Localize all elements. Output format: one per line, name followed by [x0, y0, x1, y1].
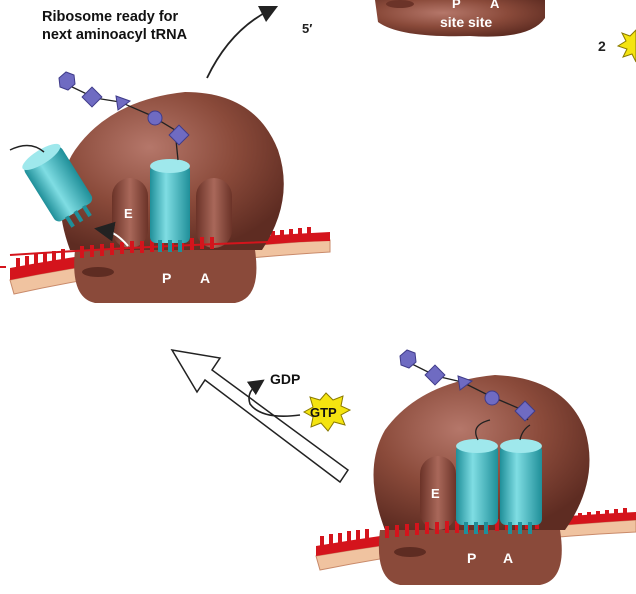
top-five-prime-label: 5′ [302, 21, 312, 36]
hexagon-amino-acid-icon [58, 71, 76, 91]
left-exiting-trna [22, 143, 93, 228]
step-marker: 2 [598, 29, 636, 63]
left-small-subunit [74, 250, 257, 303]
hollow-arrow-icon [170, 348, 350, 484]
starburst-icon [616, 29, 636, 63]
left-e-label: E [124, 206, 133, 221]
hexagon-amino-acid-icon [399, 349, 417, 369]
left-e-site [112, 178, 148, 248]
right-a-site-trna [500, 439, 542, 534]
caption: Ribosome ready for next aminoacyl tRNA [42, 9, 188, 43]
curved-arrow-icon [206, 5, 279, 79]
right-p-site-trna [456, 439, 498, 534]
caption-line-2: next aminoacyl tRNA [42, 27, 188, 43]
top-site-text: site site [440, 14, 492, 30]
left-p-site-trna [150, 159, 190, 252]
gtp-starburst-icon [302, 392, 352, 432]
right-small-subunit [378, 530, 562, 585]
caption-line-1: Ribosome ready for [42, 9, 179, 25]
right-e-label: E [431, 486, 440, 501]
exit-arrow-icon [94, 221, 129, 247]
gtp-label: GTP [310, 405, 337, 420]
left-a-site [196, 178, 232, 248]
circle-amino-acid-icon [147, 110, 163, 126]
left-p-label: P [162, 270, 171, 286]
right-peptide-chain [399, 349, 536, 422]
left-a-label: A [200, 270, 210, 286]
left-peptide-chain [58, 71, 190, 161]
right-a-label: A [503, 550, 513, 566]
triangle-amino-acid-icon [457, 375, 474, 391]
mrna-edge-mark [0, 266, 6, 268]
top-p-site-label: P [452, 0, 461, 11]
right-p-label: P [467, 550, 476, 566]
step-number: 2 [598, 38, 606, 54]
top-a-site-label: A [490, 0, 500, 11]
triangle-amino-acid-icon [115, 95, 132, 111]
right-e-site [420, 456, 456, 530]
diamond-amino-acid-icon [424, 364, 446, 386]
circle-amino-acid-icon [484, 390, 500, 406]
top-ribosome-fragment: P A site site 5′ [302, 0, 545, 37]
right-ribosome-complex: E P A [315, 349, 636, 585]
left-ribosome-complex: E P A [9, 71, 331, 303]
energy-exchange: GDP GTP [246, 371, 352, 432]
diamond-amino-acid-icon [81, 86, 103, 108]
gdp-label: GDP [270, 371, 300, 387]
